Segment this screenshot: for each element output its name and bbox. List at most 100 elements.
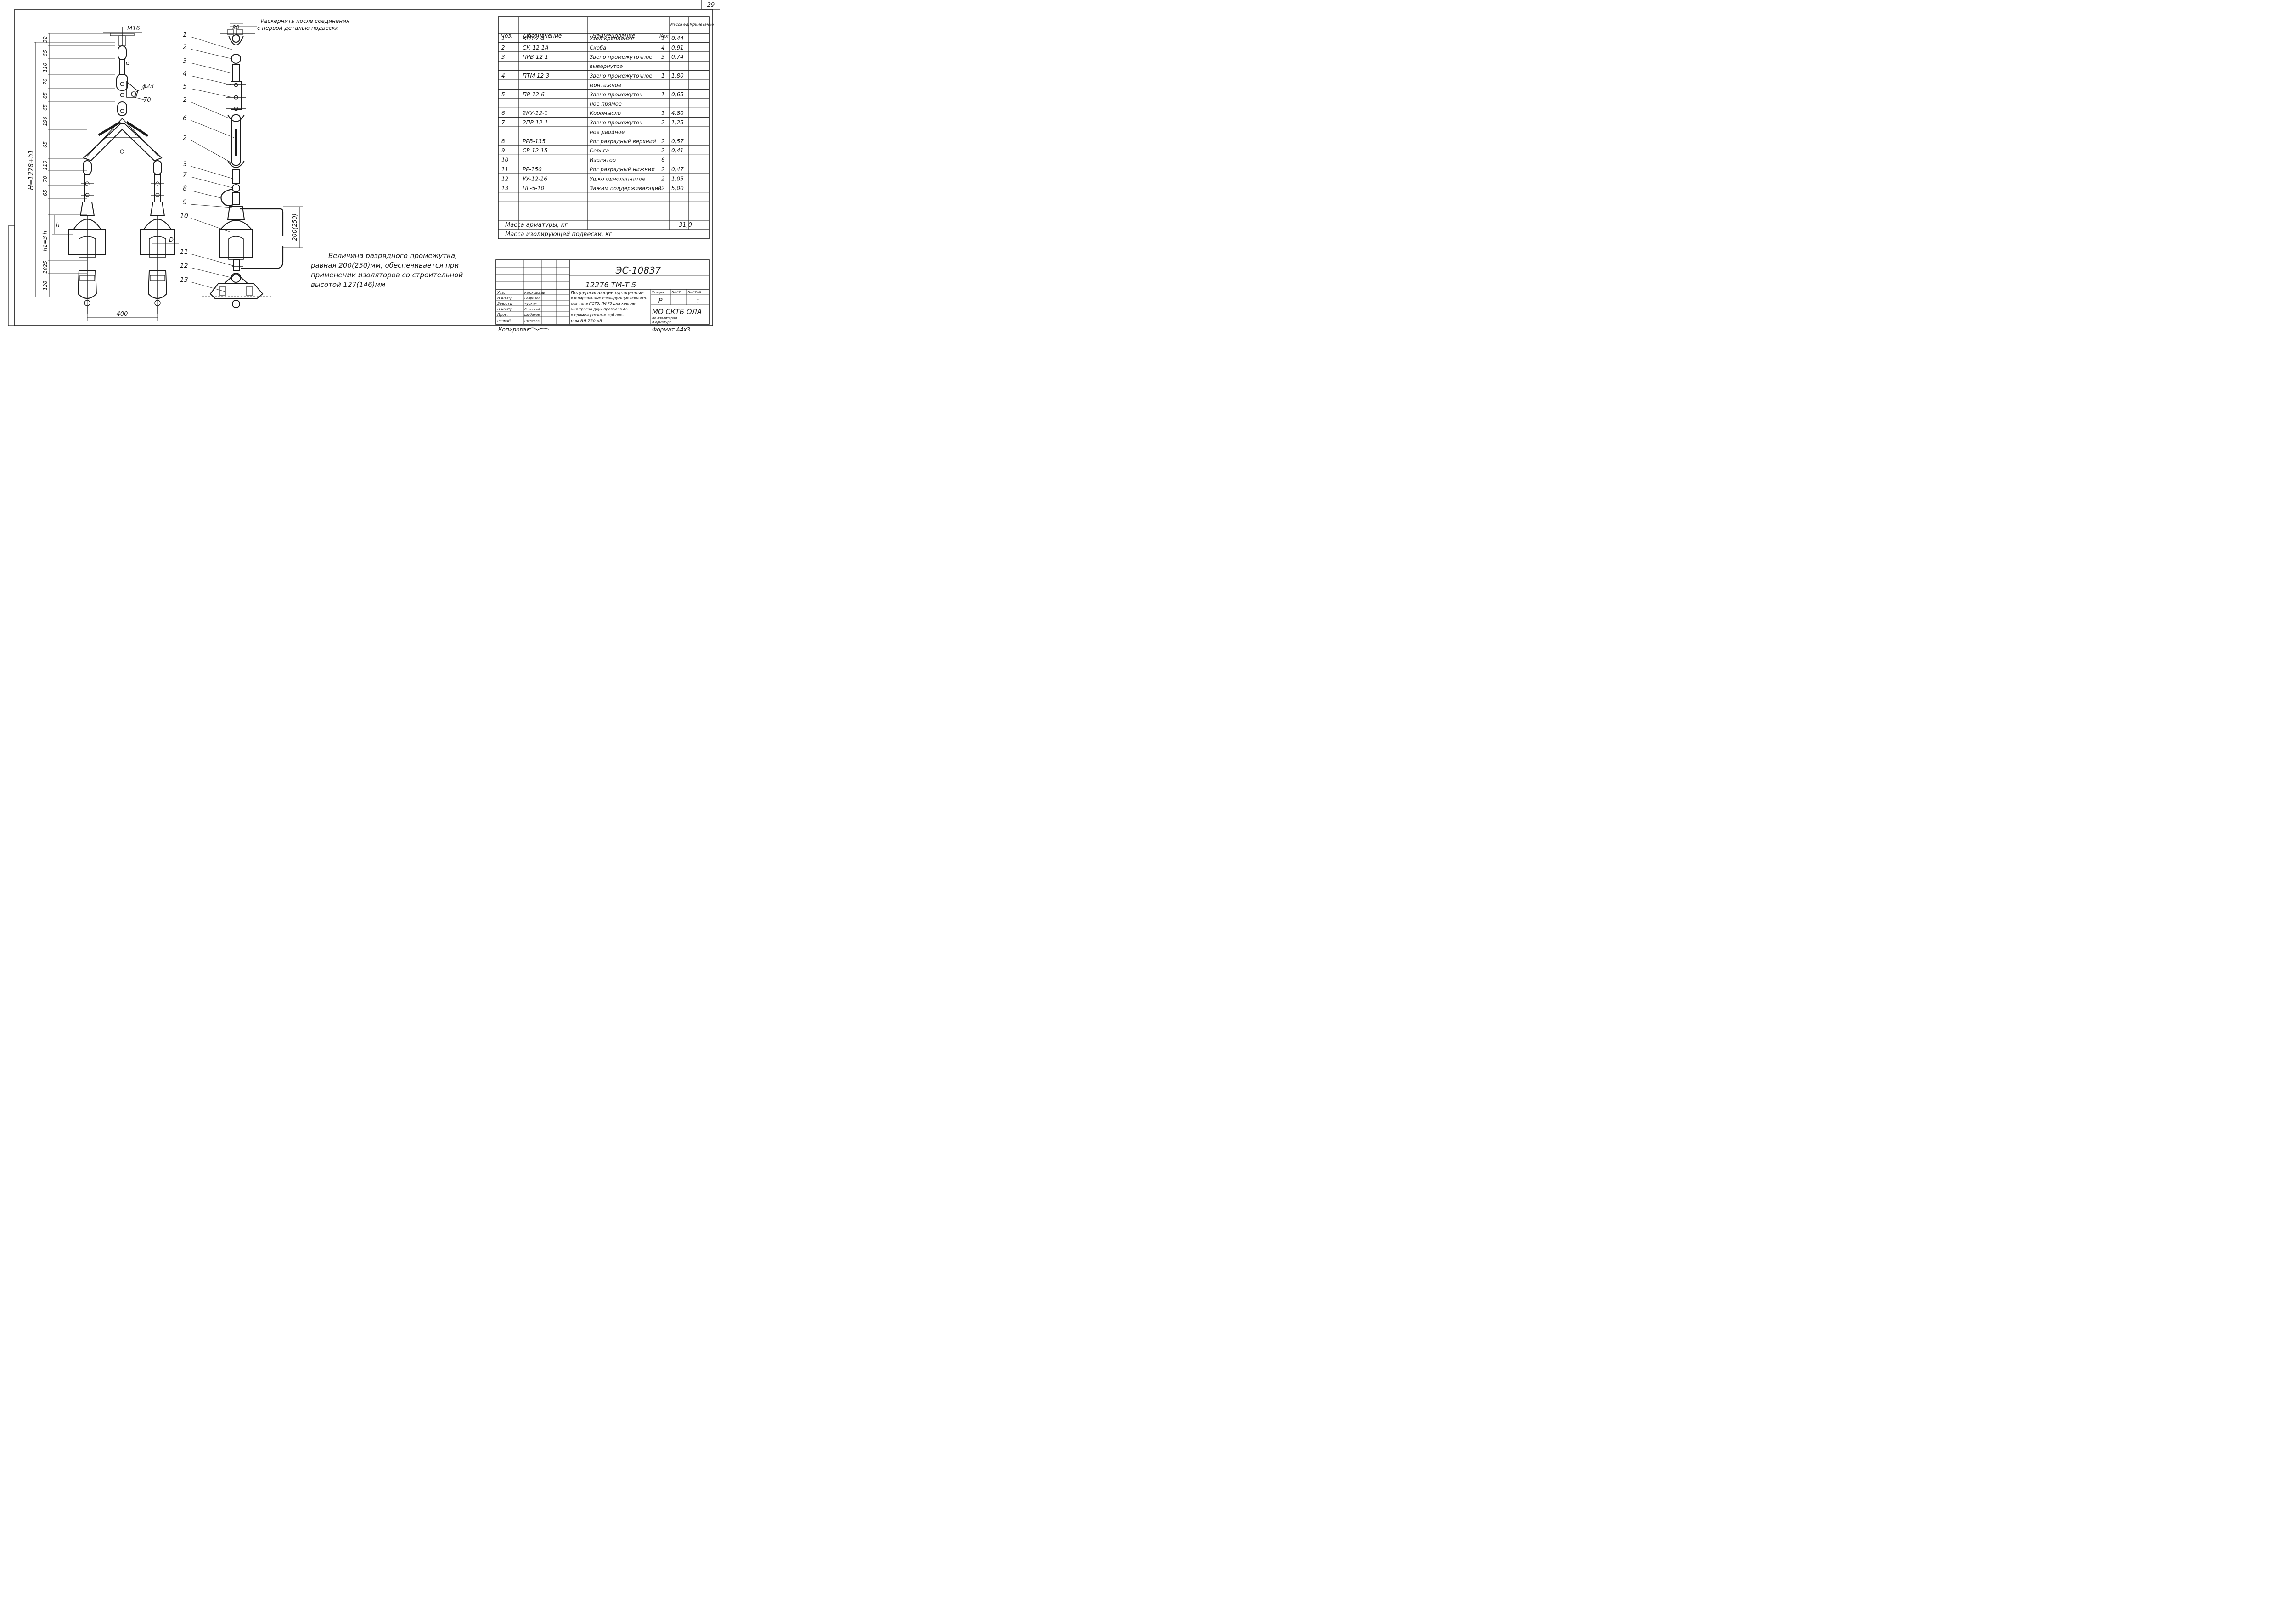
note-line3: применении изоляторов со строительной (311, 271, 463, 279)
cell-pos: 1 (501, 35, 505, 41)
role-5: Пров. (497, 313, 508, 317)
sheet-number: 29 (707, 2, 715, 9)
cell-mass: 4,80 (671, 110, 684, 117)
name-5: Шабанов (524, 313, 540, 317)
cell-qty: 1 (661, 35, 665, 41)
cell-mass: 0,41 (671, 147, 684, 154)
callout-5: 5 (183, 83, 187, 90)
dim-6: 65 (42, 104, 48, 111)
install-note-line2: с первой деталью подвески (257, 25, 339, 31)
top-dim-label: 80 (232, 24, 240, 31)
sheet-frame (14, 9, 713, 326)
cell-designation: РР-150 (523, 166, 542, 173)
role-1: Утв. (497, 291, 505, 295)
callout-4: 4 (183, 70, 187, 78)
cell-pos: 10 (501, 157, 509, 163)
cell-mass: 0,44 (671, 35, 684, 41)
role-2: Н.контр (497, 296, 512, 300)
cell-pos: 13 (501, 185, 508, 191)
title-line6: рам ВЛ 750 кВ (570, 319, 602, 324)
cell-designation: ПРВ-12-1 (523, 54, 548, 60)
header-note: Примечание (690, 22, 714, 27)
callout-12: 9 (183, 199, 187, 206)
callout-8: 2 (183, 135, 187, 142)
install-note-line1: Раскернить после соединения (261, 18, 349, 24)
header-designation: Обозначение (523, 33, 562, 39)
diameter-label: D (169, 237, 174, 244)
callout-14: 11 (180, 248, 188, 256)
cell-pos: 12 (501, 175, 508, 182)
width-dim-label: 400 (117, 311, 128, 318)
cell-pos: 2 (501, 45, 505, 51)
cell-name: Серьга (590, 147, 609, 154)
title-line2: изолированные изолирующие изолято- (571, 296, 647, 300)
header-qty: Кол (659, 34, 669, 39)
cell-qty: 1 (661, 110, 665, 117)
name-2: Гаврилов (524, 297, 540, 300)
name-3: Чуркин (524, 302, 537, 306)
side-stamp (8, 225, 15, 326)
offset-label: 70 (143, 97, 151, 104)
middle-assembly-drawing: Раскернить после соединения с первой дет… (180, 18, 349, 308)
cell-name: Звено промежуточное (590, 54, 652, 60)
format-label: Формат А4х3 (652, 326, 690, 333)
cell-name: Звено промежуточ- (590, 119, 644, 126)
cell-qty: 4 (661, 45, 665, 51)
cell-name: ное двойное (590, 129, 625, 135)
cell-name: Звено промежуточное (590, 73, 652, 79)
h-label: h (56, 222, 60, 228)
cell-mass: 5,00 (671, 185, 684, 191)
cell-designation: РРВ-135 (523, 138, 546, 145)
callout-7: 6 (183, 115, 187, 122)
cell-name: Рог разрядный нижний (590, 166, 655, 173)
header-mass: Масса ед. кг (670, 22, 695, 27)
callout-10: 7 (183, 171, 187, 179)
design-note: Величина разрядного промежутка, равная 2… (310, 252, 463, 289)
dim-11: 65 (42, 190, 48, 196)
copied-by: Копировал: (498, 326, 532, 333)
cell-qty: 2 (661, 166, 665, 173)
hole-diameter-label: ϕ23 (142, 83, 154, 90)
cell-pos: 8 (501, 138, 505, 145)
total-height-label: H=1278+h1 (28, 150, 35, 190)
header-pos: Поз. (501, 33, 513, 39)
callout-1: 1 (183, 31, 187, 39)
cell-name: вывернутое (590, 63, 623, 70)
cell-mass: 0,47 (671, 166, 684, 173)
cell-pos: 6 (501, 110, 505, 117)
dim-10: 70 (42, 176, 48, 182)
cell-mass: 1,80 (671, 73, 684, 79)
cell-pos: 9 (501, 147, 505, 154)
cell-qty: 2 (661, 175, 665, 182)
role-4: Н.контр (497, 307, 512, 311)
cell-mass: 0,57 (671, 138, 684, 145)
org-line2: по изоляторам (652, 316, 677, 320)
cell-pos: 11 (501, 166, 508, 173)
role-3: Зав.отд (497, 302, 512, 306)
insulator-height-label: h1=3 h (42, 231, 48, 251)
note-line4: высотой 127(146)мм (311, 280, 385, 289)
cell-qty: 6 (661, 157, 665, 163)
left-assembly-drawing: 32 65 110 70 85 65 190 65 110 70 65 1025… (28, 25, 179, 321)
cell-designation: ПТМ-12-3 (523, 73, 549, 79)
callout-16: 13 (180, 276, 188, 284)
title-block: ЭС-10837 12276 ТМ-Т.5 Утв. Н.контр Зав.о… (495, 259, 710, 325)
callout-13: 10 (180, 213, 188, 220)
cell-name: Скоба (590, 45, 606, 51)
sheets-label: Листов (687, 290, 701, 294)
cell-mass: 1,05 (671, 175, 684, 182)
cell-qty: 3 (661, 54, 665, 60)
cell-qty: 2 (661, 138, 665, 145)
signature (528, 327, 549, 331)
cell-designation: ПГ-5-10 (523, 185, 545, 191)
cell-mass: 1,25 (671, 119, 684, 126)
drawing-sheet: 29 32 65 110 70 (8, 0, 720, 333)
mass-insulating-label: Масса изолирующей подвески, кг (505, 231, 612, 238)
dim-4: 70 (42, 79, 48, 85)
sheets-value: 1 (696, 298, 700, 304)
cell-name: Изолятор (590, 157, 616, 163)
title-line1: Поддерживающие одноцепные (571, 291, 644, 296)
gap-dim-label: 200(250) (292, 213, 298, 241)
callout-3: 3 (183, 57, 187, 65)
